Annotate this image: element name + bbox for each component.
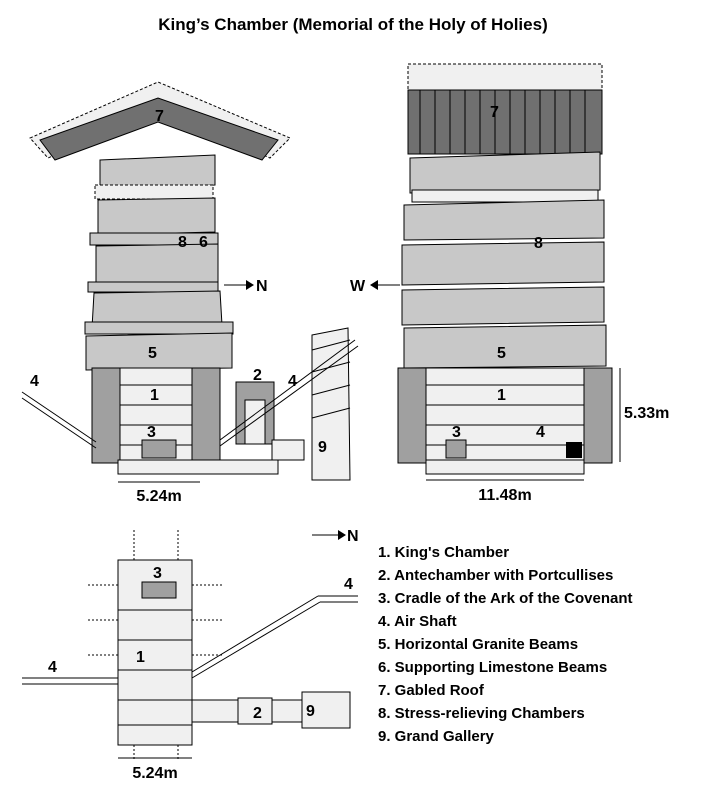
grand-gallery [311, 327, 351, 481]
chamber-wall-left [91, 367, 121, 464]
legend-item-6: 6. Supporting Limestone Beams [378, 659, 607, 676]
legend-item-9: 9. Grand Gallery [378, 728, 495, 745]
relieving-layer-4 [401, 286, 605, 326]
passage [271, 439, 305, 461]
granite-beams-front [403, 324, 607, 369]
front-wall-right [583, 367, 613, 464]
num-3-side: 3 [147, 424, 156, 441]
num-4-front: 4 [536, 424, 545, 441]
num-3-front: 3 [452, 424, 461, 441]
gabled-roof-beams [39, 97, 279, 161]
num-1-side: 1 [150, 387, 159, 404]
limestone-band-c [84, 321, 234, 335]
roof-stripes [419, 90, 586, 154]
num-2-side: 2 [253, 367, 262, 384]
num-4-plan-w: 4 [48, 659, 57, 676]
north-arrow-plan [338, 530, 346, 540]
num-1-front: 1 [497, 387, 506, 404]
num-8-front: 8 [534, 235, 543, 252]
num-4-plan-n: 4 [344, 576, 353, 593]
plan-width-label: 5.24m [132, 765, 177, 782]
legend-item-1: 1. King's Chamber [378, 544, 509, 561]
num-2-plan: 2 [253, 705, 262, 722]
floor-band-front [425, 459, 585, 475]
portcullis-slot [244, 399, 266, 445]
num-6-side: 6 [199, 234, 208, 251]
plan-sarcophagus [141, 581, 177, 599]
num-3-plan: 3 [153, 565, 162, 582]
num-7-front: 7 [490, 104, 499, 121]
num-5-front: 5 [497, 345, 506, 362]
num-8-side: 8 [178, 234, 187, 251]
legend-item-4: 4. Air Shaft [378, 613, 457, 630]
legend-item-3: 3. Cradle of the Ark of the Covenant [378, 590, 632, 607]
num-9-plan: 9 [306, 703, 315, 720]
north-label-plan: N [347, 528, 359, 545]
relieving-layer-1 [409, 151, 601, 194]
front-width-label: 11.48m [478, 487, 531, 504]
legend-item-8: 8. Stress-relieving Chambers [378, 705, 585, 722]
plan-shaft-north [191, 595, 319, 673]
relieving-layer-2 [403, 199, 605, 241]
shaft-opening [566, 442, 582, 458]
floor-band-side [117, 459, 279, 475]
diagram-title: King’s Chamber (Memorial of the Holy of … [158, 15, 547, 34]
limestone-band-1 [411, 189, 599, 203]
side-width-label: 5.24m [136, 488, 181, 505]
front-section-view: W 11.48m 5.33m 7 8 5 1 3 4 [350, 63, 669, 504]
west-label: W [350, 278, 366, 295]
num-9-side: 9 [318, 439, 327, 456]
legend-item-5: 5. Horizontal Granite Beams [378, 636, 578, 653]
num-4-side-s: 4 [30, 373, 39, 390]
side-section-view: N 5.24m 7 8 6 5 1 3 2 4 4 9 [21, 81, 359, 505]
num-7-side: 7 [155, 108, 164, 125]
air-shaft-north [219, 339, 356, 441]
num-5-side: 5 [148, 345, 157, 362]
west-arrow [370, 280, 378, 290]
relieving-layer-a [99, 154, 216, 191]
gabled-roof-front [407, 89, 603, 155]
front-height-label: 5.33m [624, 405, 669, 422]
granite-beams [85, 332, 233, 371]
legend-item-7: 7. Gabled Roof [378, 682, 485, 699]
relieving-layer-b [97, 197, 216, 236]
chamber-wall-right [191, 367, 221, 464]
air-shaft-south [21, 391, 97, 443]
plan-view: N 5.24m 3 1 4 4 2 9 [22, 528, 359, 782]
sarcophagus-front [445, 439, 467, 459]
legend-item-2: 2. Antechamber with Portcullises [378, 567, 613, 584]
plan-antechamber [237, 697, 273, 725]
sarcophagus-side [141, 439, 177, 459]
front-wall-left [397, 367, 427, 464]
relieving-layer-3 [401, 241, 605, 286]
relieving-gap-a [94, 184, 214, 200]
north-label-side: N [256, 278, 268, 295]
num-4-side-n: 4 [288, 373, 297, 390]
num-1-plan: 1 [136, 649, 145, 666]
plan-gallery [301, 691, 351, 729]
roof-outline-front [407, 63, 603, 91]
limestone-band-b [87, 281, 219, 293]
legend: 1. King's Chamber 2. Antechamber with Po… [378, 544, 632, 745]
